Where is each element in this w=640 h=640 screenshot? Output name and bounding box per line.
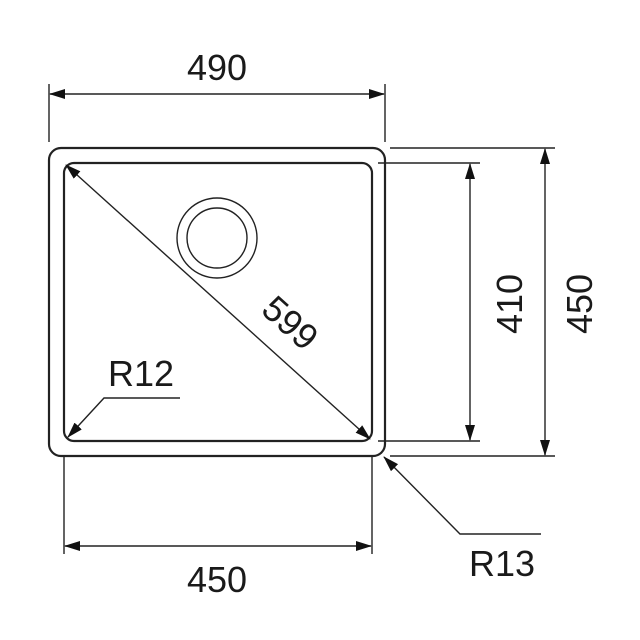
overall-width-dimension: 490 [48, 47, 386, 142]
outer-radius-callout: R13 [383, 456, 541, 584]
overall-width-label: 490 [187, 47, 247, 88]
sink-inner-bowl [62, 161, 374, 443]
sink-outer-rim [47, 146, 387, 458]
outer-radius-label: R13 [469, 543, 535, 584]
bowl-diagonal-label: 599 [254, 287, 326, 358]
inner-radius-callout: R12 [67, 353, 180, 438]
drain-icon [176, 197, 258, 279]
bowl-depth-label: 410 [489, 274, 530, 334]
bowl-depth-dimension: 410 [378, 162, 530, 442]
overall-depth-label: 450 [559, 274, 600, 334]
inner-radius-label: R12 [108, 353, 174, 394]
overall-depth-dimension: 450 [390, 147, 600, 457]
bowl-width-dimension: 450 [63, 456, 373, 600]
bowl-width-label: 450 [187, 559, 247, 600]
